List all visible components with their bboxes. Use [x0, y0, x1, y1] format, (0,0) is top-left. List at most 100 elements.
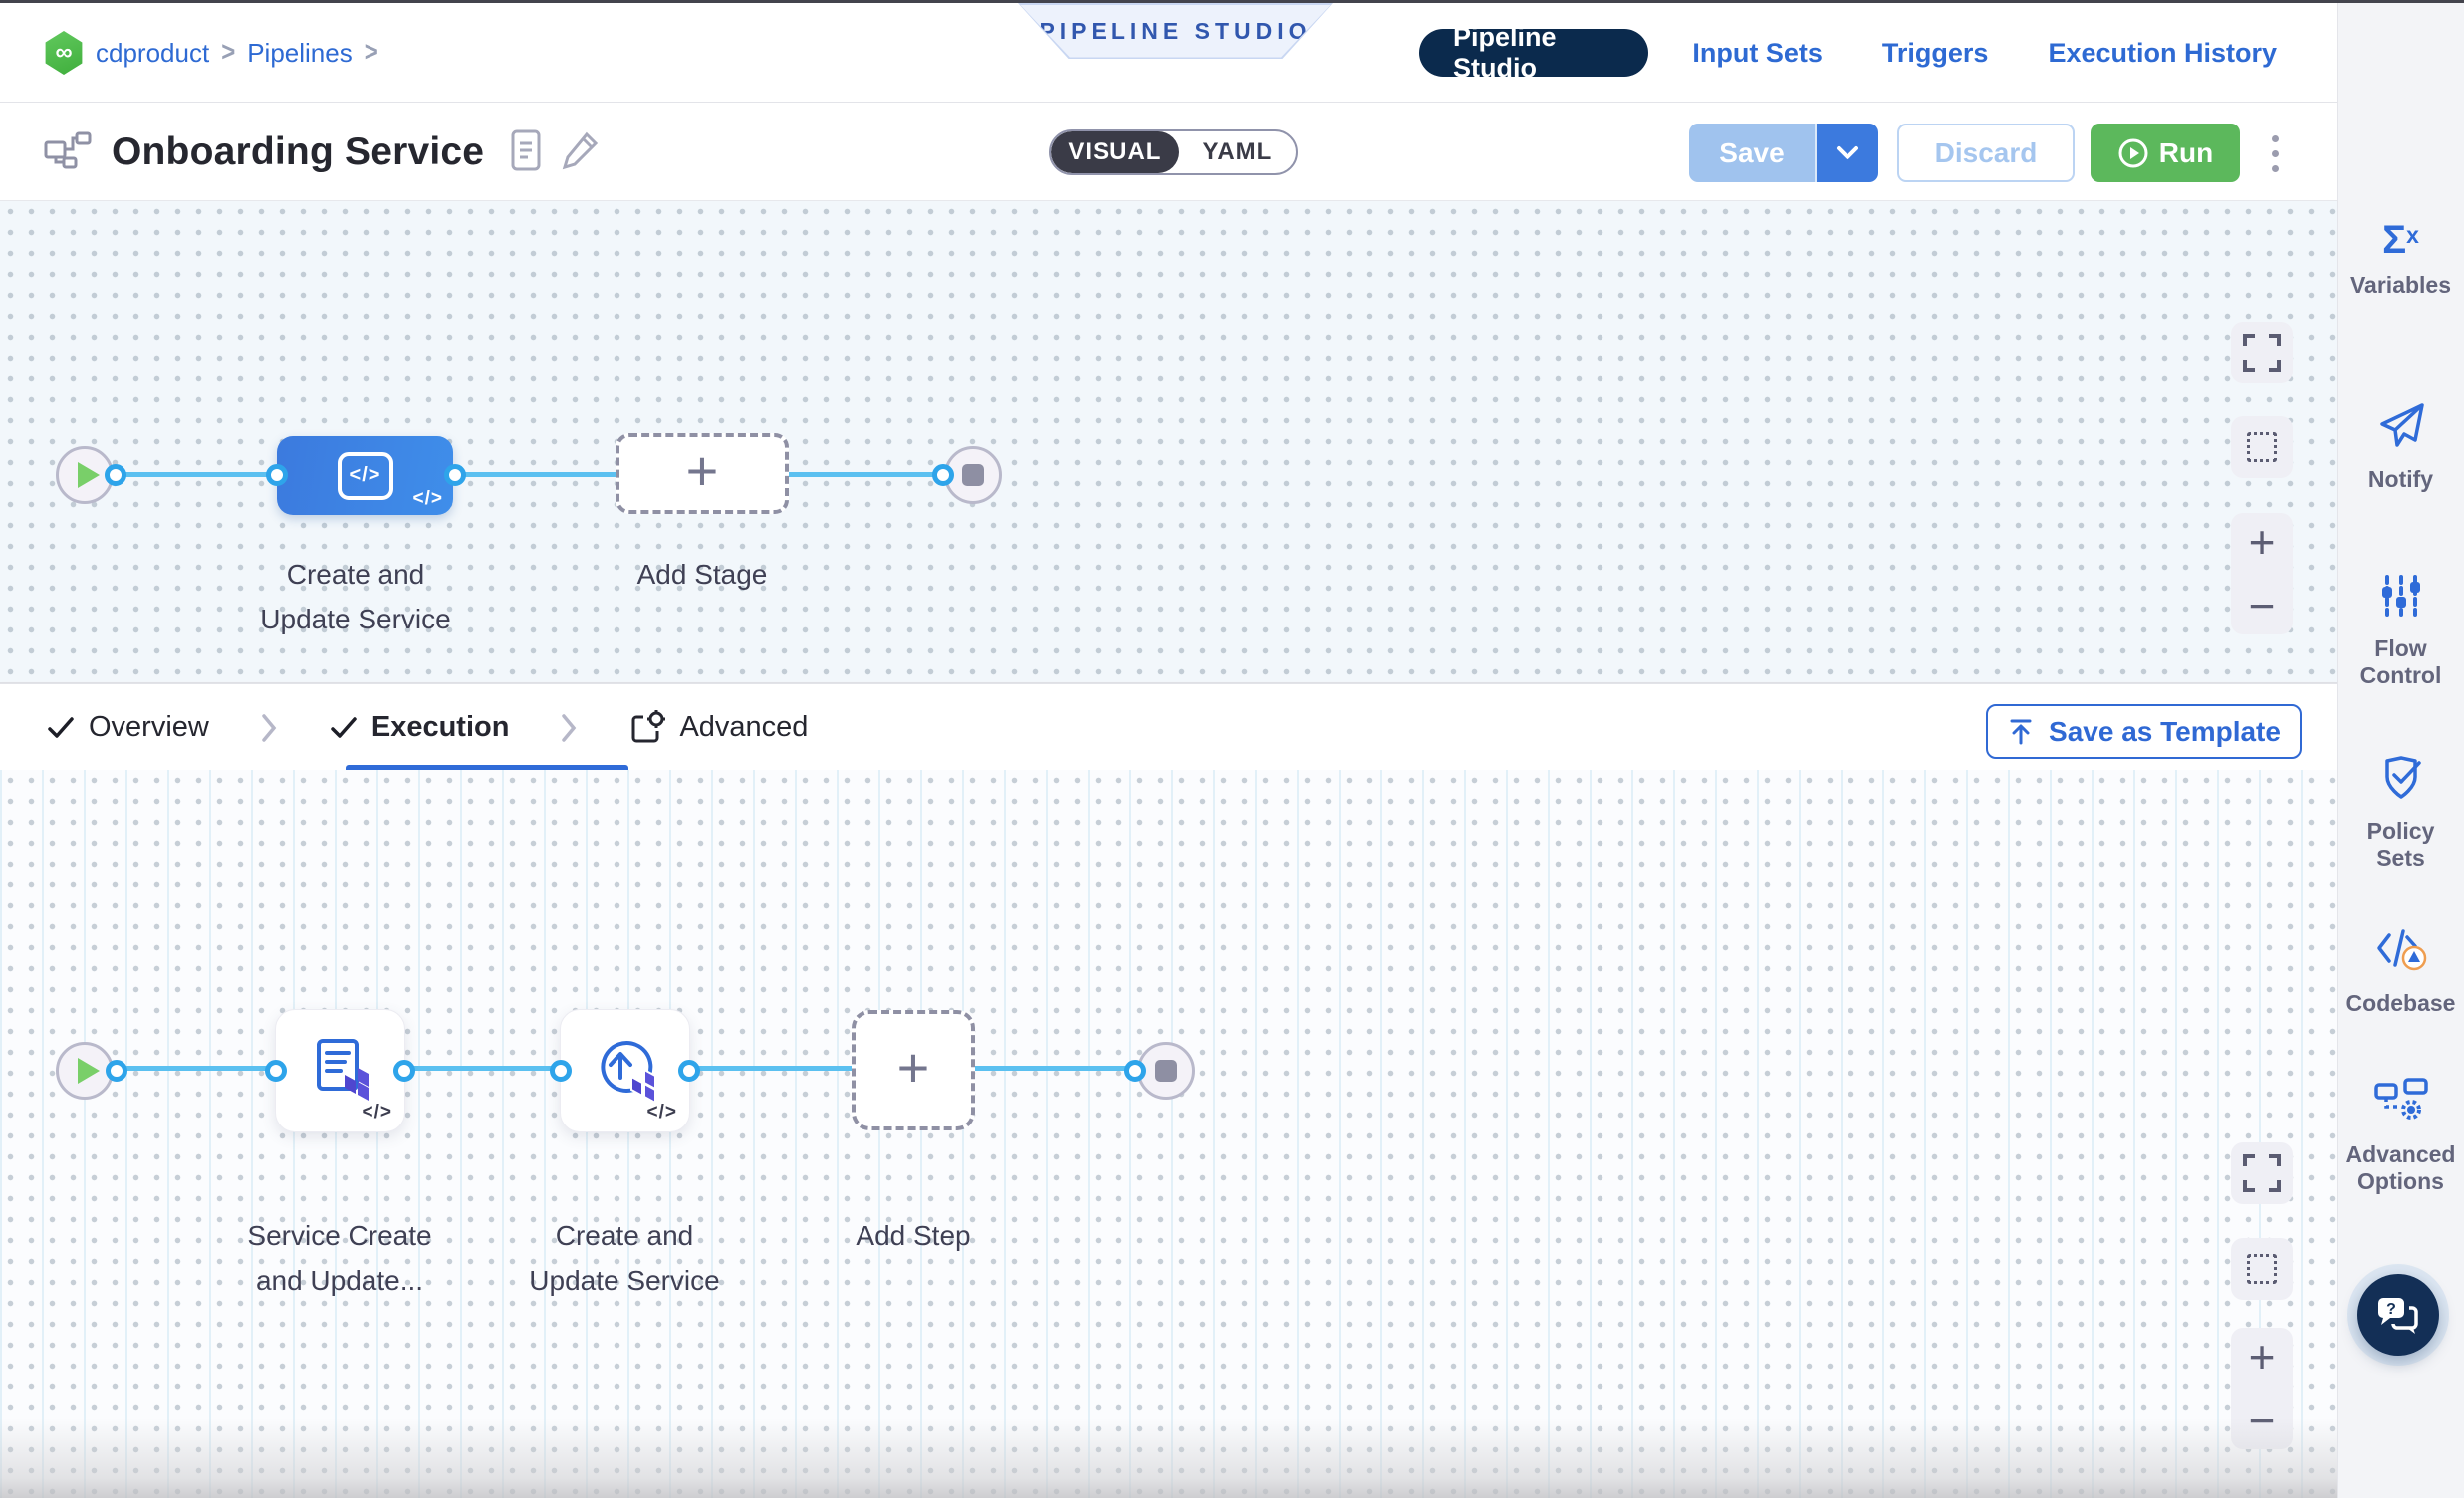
chevron-right-icon	[561, 713, 578, 743]
save-options-caret-button[interactable]	[1815, 124, 1878, 182]
sidebar-item-advanced-options[interactable]: Advanced Options	[2338, 1077, 2464, 1195]
execution-graph-canvas[interactable]: </> </> + Service Create and U	[0, 770, 2337, 1498]
tab-pipeline-studio[interactable]: Pipeline Studio	[1419, 22, 1649, 83]
sliders-icon	[2379, 573, 2423, 624]
canvas-fullscreen-button[interactable]	[2231, 1142, 2293, 1204]
tab-execution-history[interactable]: Execution History	[2048, 37, 2277, 68]
save-button[interactable]: Save	[1689, 124, 1815, 182]
canvas-fullscreen-button[interactable]	[2231, 322, 2293, 383]
step1-label: Service Create and Update...	[247, 1220, 432, 1296]
tab-input-sets[interactable]: Input Sets	[1692, 37, 1823, 68]
run-play-icon	[2118, 138, 2148, 167]
paper-plane-icon	[2376, 401, 2426, 454]
shield-check-icon	[2377, 755, 2425, 806]
canvas-zoom-controls: + −	[2231, 513, 2293, 634]
stage-config-tabbar: Overview Execution Advanced	[0, 683, 2337, 770]
code-warning-icon	[2373, 927, 2429, 978]
toggle-visual[interactable]: VISUAL	[1051, 131, 1179, 173]
stop-square-icon	[962, 464, 984, 486]
save-as-template-button[interactable]: Save as Template	[1986, 704, 2302, 759]
stage-node-create-update-service[interactable]: </> </>	[277, 436, 453, 515]
chevron-right-icon	[261, 713, 278, 743]
step-node-create-update-service[interactable]: </>	[560, 1009, 690, 1132]
active-tab-underline	[346, 765, 628, 770]
tab-triggers[interactable]: Triggers	[1881, 37, 1989, 68]
sidebar-item-flow-control[interactable]: Flow Control	[2338, 573, 2464, 689]
add-step-button[interactable]: +	[852, 1010, 975, 1130]
marquee-select-icon	[2247, 1254, 2277, 1284]
canvas-select-button[interactable]	[2231, 1238, 2293, 1300]
chevron-down-icon	[1837, 145, 1858, 159]
zoom-in-button[interactable]: +	[2248, 1331, 2276, 1382]
start-play-icon	[77, 462, 100, 488]
step-code-badge-icon: </>	[362, 1102, 392, 1123]
add-stage-label: Add Stage	[636, 559, 768, 590]
step2-out-port[interactable]	[678, 1060, 700, 1082]
visual-yaml-toggle: VISUAL YAML	[1049, 129, 1298, 175]
end-node-port[interactable]	[1124, 1060, 1146, 1082]
step2-in-port[interactable]	[550, 1060, 572, 1082]
sidebar-item-policy-sets[interactable]: Policy Sets	[2338, 755, 2464, 872]
stage-graph-canvas[interactable]: </> </> + Create and Update Service Add …	[0, 201, 2337, 683]
window-top-edge	[0, 0, 2464, 3]
end-node-port[interactable]	[932, 464, 954, 486]
stage-label: Create and Update Service	[260, 559, 451, 634]
breadcrumb-separator-icon: >	[221, 36, 236, 68]
step1-out-port[interactable]	[393, 1060, 415, 1082]
breadcrumb-separator-icon: >	[364, 36, 378, 68]
breadcrumb-pipelines-link[interactable]: Pipelines	[247, 37, 353, 68]
advanced-settings-icon	[631, 709, 666, 742]
tab-execution[interactable]: Execution	[330, 711, 509, 744]
zoom-out-button[interactable]: −	[2248, 580, 2276, 631]
stage-in-port[interactable]	[266, 464, 288, 486]
fullscreen-icon	[2243, 1154, 2281, 1192]
edit-pencil-icon[interactable]	[562, 130, 600, 175]
pipeline-start-node[interactable]	[56, 446, 114, 504]
sidebar-item-codebase[interactable]: Codebase	[2338, 927, 2464, 1017]
step-node-service-create-update[interactable]: </>	[275, 1009, 405, 1132]
harness-logo-icon[interactable]: ∞	[45, 31, 83, 75]
add-step-label: Add Step	[856, 1220, 971, 1251]
apply-step-icon	[600, 1041, 656, 1105]
stage-out-port[interactable]	[444, 464, 466, 486]
run-button[interactable]: Run	[2091, 124, 2240, 182]
start-node-port[interactable]	[106, 1060, 127, 1082]
pipeline-studio-banner-label: PIPELINE STUDIO	[1020, 4, 1331, 58]
script-step-icon	[316, 1039, 369, 1101]
breadcrumb-project-link[interactable]: cdproduct	[96, 37, 210, 68]
toggle-yaml[interactable]: YAML	[1202, 138, 1273, 165]
help-chat-button[interactable]: ?	[2357, 1274, 2439, 1356]
flowchart-gear-icon	[2373, 1077, 2429, 1129]
sidebar-item-notify[interactable]: Notify	[2338, 401, 2464, 493]
check-icon	[48, 716, 74, 738]
start-play-icon	[77, 1058, 100, 1084]
more-options-kebab-menu[interactable]	[2259, 127, 2291, 179]
custom-stage-icon: </>	[337, 451, 393, 500]
stage-connector-line	[116, 472, 943, 477]
upload-icon	[2010, 719, 2032, 744]
svg-text:?: ?	[2386, 1301, 2396, 1318]
execution-start-node[interactable]	[56, 1042, 114, 1100]
stage-code-badge-icon: </>	[412, 488, 443, 509]
zoom-in-button[interactable]: +	[2248, 516, 2276, 568]
top-nav: ∞ cdproduct > Pipelines > PIPELINE STUDI…	[0, 3, 2337, 103]
marquee-select-icon	[2247, 432, 2277, 462]
canvas-select-button[interactable]	[2231, 416, 2293, 478]
tab-advanced[interactable]: Advanced	[629, 709, 808, 746]
zoom-out-button[interactable]: −	[2248, 1394, 2276, 1446]
tab-overview[interactable]: Overview	[47, 711, 209, 744]
discard-button[interactable]: Discard	[1897, 124, 2075, 182]
description-doc-icon[interactable]	[510, 129, 542, 176]
check-icon	[331, 716, 357, 738]
stop-square-icon	[1155, 1060, 1177, 1082]
breadcrumb: ∞ cdproduct > Pipelines >	[44, 3, 378, 103]
plus-icon: +	[685, 438, 719, 502]
add-stage-button[interactable]: +	[616, 433, 789, 514]
step1-in-port[interactable]	[265, 1060, 287, 1082]
top-nav-tabs: Pipeline Studio Input Sets Triggers Exec…	[1419, 3, 2337, 103]
start-node-port[interactable]	[105, 464, 126, 486]
plus-icon: +	[896, 1035, 930, 1099]
